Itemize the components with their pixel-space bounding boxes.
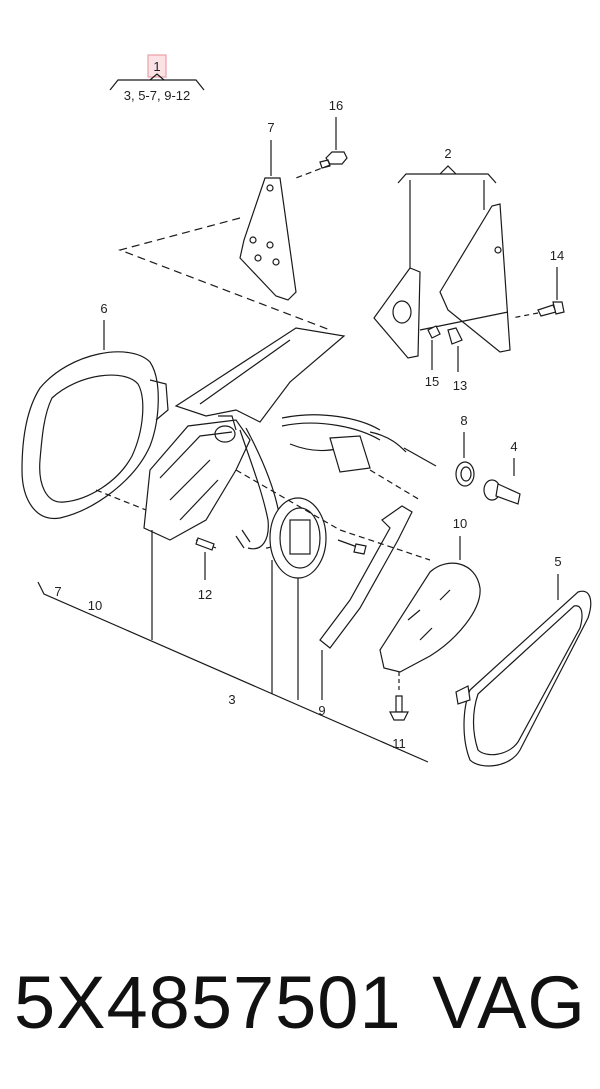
dash-7-housing: [118, 217, 331, 331]
mirror-base: [174, 327, 346, 423]
grommet-8: [455, 461, 475, 487]
callout-8[interactable]: 8: [460, 413, 467, 428]
callout-7-bottom[interactable]: 7: [54, 584, 61, 599]
brand-name: VAG: [432, 960, 586, 1044]
callout-10-bottom[interactable]: 10: [88, 598, 102, 613]
fastener-4: [483, 479, 521, 505]
callout-9[interactable]: 9: [318, 703, 325, 718]
callout-2-caret: [439, 165, 457, 175]
callout-6[interactable]: 6: [100, 301, 107, 316]
clip-15: [427, 325, 441, 339]
screw-14: [537, 301, 565, 317]
callout-1-bracket: [109, 79, 205, 91]
adjuster-frame: [143, 415, 251, 541]
dash-connector: [369, 469, 421, 501]
callout-2[interactable]: 2: [444, 146, 451, 161]
callout-13[interactable]: 13: [453, 378, 467, 393]
callout-16[interactable]: 16: [329, 98, 343, 113]
callout-1-sub: 3, 5-7, 9-12: [124, 88, 191, 103]
cover-10: [379, 562, 481, 673]
dash-14: [511, 312, 539, 319]
screw-11: [389, 695, 409, 721]
callout-1-highlight[interactable]: [147, 54, 167, 78]
trim-strip-9: [319, 505, 413, 649]
mirror-glass-5: [455, 590, 592, 767]
callout-12[interactable]: 12: [198, 587, 212, 602]
callout-4[interactable]: 4: [510, 439, 517, 454]
cable-harness: [235, 414, 437, 550]
bolt-16: [319, 151, 348, 169]
callout-3[interactable]: 3: [228, 692, 235, 707]
clip-13: [447, 327, 463, 345]
footer-caption: 5X4857501 VAG: [14, 960, 586, 1044]
dash-16-7: [295, 164, 331, 179]
callout-15[interactable]: 15: [425, 374, 439, 389]
callout-2-bracket: [397, 173, 497, 184]
bracket-3: [37, 581, 429, 763]
dash-housing-frame: [95, 489, 147, 511]
callout-10[interactable]: 10: [453, 516, 467, 531]
screw-motor: [337, 539, 367, 555]
bracket-2: [373, 203, 511, 359]
callout-7[interactable]: 7: [267, 120, 274, 135]
dash-frame-cover: [235, 469, 431, 561]
callout-14[interactable]: 14: [550, 248, 564, 263]
motor-actuator: [269, 497, 327, 579]
screw-12: [195, 537, 217, 551]
callout-1-caret: [149, 73, 165, 81]
part-number: 5X4857501: [14, 960, 402, 1044]
mirror-housing-6: [21, 351, 169, 519]
callout-1-label[interactable]: 1: [153, 59, 160, 74]
callout-5[interactable]: 5: [554, 554, 561, 569]
mounting-plate-7: [239, 177, 297, 301]
